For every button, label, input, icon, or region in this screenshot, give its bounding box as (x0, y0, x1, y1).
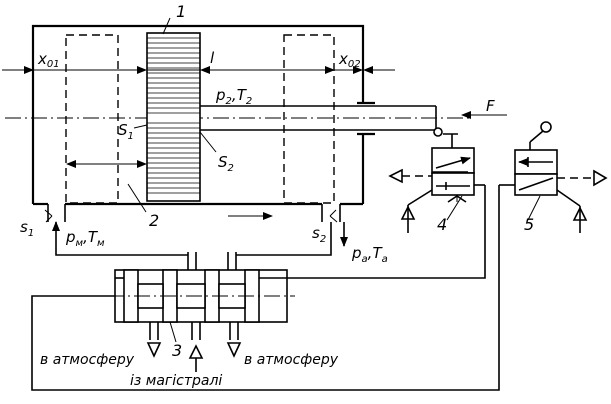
leader-1 (162, 17, 171, 35)
label-pm-Tm: pм,Tм (65, 228, 105, 249)
label-from-main: із магістралі (130, 373, 222, 389)
label-2: 2 (149, 211, 159, 230)
left-dashed-zone (65, 34, 119, 204)
label-force: F (486, 97, 495, 115)
cylinder (2, 17, 507, 223)
valve4-spring (447, 195, 467, 203)
pipework (31, 184, 515, 391)
valve5-exhaust-triangle (593, 169, 608, 187)
manual-valve-5 (514, 121, 608, 233)
spool-valve-3 (108, 252, 295, 372)
valve5-knob (540, 121, 552, 133)
leader-4 (446, 195, 463, 221)
valve5-lever (529, 130, 544, 143)
valve4-exhaust-triangle (388, 168, 403, 184)
label-l: l (210, 49, 215, 67)
spool-top-port-1 (187, 252, 197, 270)
label-5: 5 (524, 215, 534, 234)
valve5-supply-triangle (572, 206, 588, 221)
supply-triangle (188, 344, 204, 359)
valve5-supply-link (556, 189, 581, 207)
label-S2: S2 (218, 153, 234, 174)
label-atm-right: в атмосферу (244, 352, 339, 368)
right-dashed-zone (283, 34, 335, 204)
valve4-flow-arrow (435, 156, 471, 169)
spool-exhaust-port-right (229, 322, 239, 340)
port-s1-orifice (44, 209, 53, 223)
valve4-supply-triangle (400, 205, 416, 220)
label-S1: S1 (118, 121, 134, 142)
label-x02: x02 (338, 50, 361, 70)
leader-3 (169, 321, 177, 343)
label-x01: x01 (37, 50, 60, 70)
cylinder-body-upper (31, 24, 365, 204)
pipe-s1-to-spool (55, 248, 188, 256)
leader-5 (527, 195, 541, 221)
pipe-valve4-to-spool (287, 185, 486, 279)
piston-hatching (147, 37, 200, 194)
label-p2-T2: p2,T2 (215, 86, 252, 107)
label-atm-left: в атмосферу (40, 352, 135, 368)
spool-supply-port (191, 322, 201, 340)
leader-2 (127, 183, 147, 213)
valve5-cross-passage (518, 177, 554, 191)
label-pa-Ta: pa,Ta (351, 244, 388, 265)
label-1: 1 (176, 2, 186, 21)
valve4-lower-box (431, 172, 475, 196)
spool-exhaust-port-left (149, 322, 159, 340)
pipe-s2-to-spool (236, 222, 332, 256)
spool-neck-1 (137, 283, 164, 309)
valve4-roller (433, 127, 443, 137)
label-s1-port: s1 (20, 218, 34, 239)
port-s2-orifice (329, 209, 338, 223)
valve4-supply-link (407, 189, 433, 206)
exhaust-triangle-left (146, 342, 162, 358)
spool-top-port-2 (227, 252, 237, 270)
labels: 1 2 3 4 5 l F x01 x02 S1 S2 s1 s2 p2,T2 … (20, 2, 534, 389)
label-4: 4 (437, 215, 447, 234)
valve4-actuator (443, 133, 458, 148)
exhaust-triangle-right (226, 342, 242, 358)
valve4-upper-box (431, 147, 475, 174)
leader-s2 (199, 131, 217, 153)
pipe-valve5-to-spool (31, 185, 500, 391)
leader-s1 (133, 124, 148, 129)
label-s2-port: s2 (312, 224, 326, 245)
label-3: 3 (172, 341, 182, 360)
limit-valve-4 (388, 127, 475, 233)
